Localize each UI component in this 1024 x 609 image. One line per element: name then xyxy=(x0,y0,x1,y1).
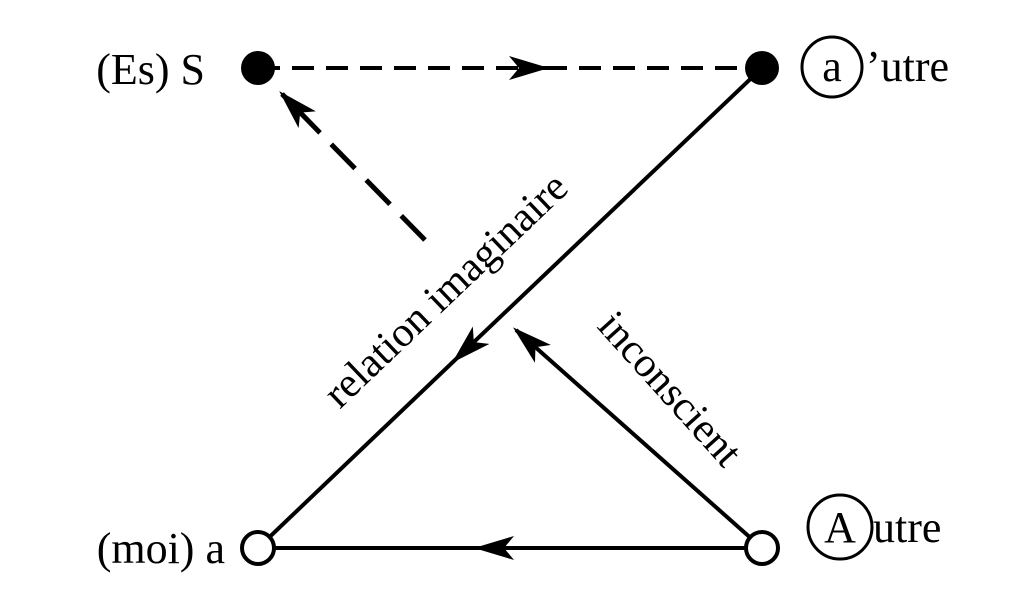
edge-a-prime-to-a-head xyxy=(452,66,764,363)
label-A-suffix: utre xyxy=(873,503,941,552)
node-A xyxy=(744,530,780,566)
label-moi-a: (moi) a xyxy=(97,524,225,573)
label-inconscient: inconscient xyxy=(589,303,751,476)
label-A-letter: A xyxy=(824,503,856,552)
label-relation-imaginaire: relation imaginaire xyxy=(315,164,577,417)
edge-a-prime-to-a xyxy=(256,358,457,550)
circle-a-prime xyxy=(800,35,864,99)
label-a-prime-letter: a xyxy=(822,42,842,91)
circle-A xyxy=(806,493,874,561)
label-a-prime-suffix: ’utre xyxy=(866,42,949,91)
node-a xyxy=(240,530,276,566)
edge-A-unconscious xyxy=(513,327,764,550)
node-a-prime xyxy=(745,51,779,85)
node-s xyxy=(241,51,275,85)
label-es-s: (Es) S xyxy=(96,45,205,94)
edge-a-to-s xyxy=(279,91,427,242)
